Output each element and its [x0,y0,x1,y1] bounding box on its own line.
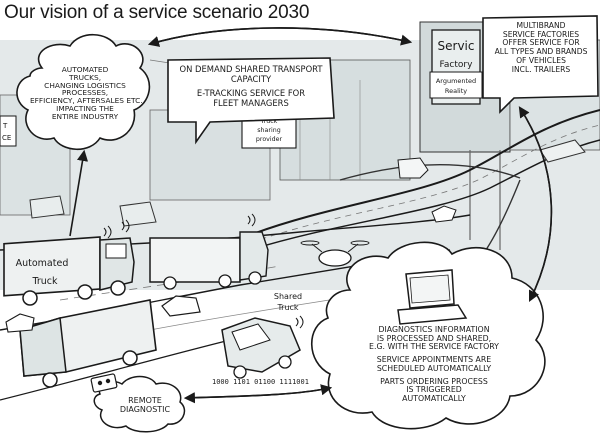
remote-device-icon [90,373,118,393]
automated-trucks-text: Automated trucks, changing logistics pro… [30,65,143,121]
svg-text:Automated: Automated [16,258,69,269]
shared-truck [221,317,301,379]
elevated-highway [249,109,600,301]
on-demand-text: On demand shared transport capacity E-tr… [179,64,323,109]
page-title: Our vision of a service scenario 2030 [4,2,310,23]
remote-diagnostic-text: Remote diagnostic [119,396,171,415]
front-truck [19,299,157,388]
svg-text:Truck: Truck [276,303,298,312]
svg-text:Truck: Truck [31,276,58,287]
svg-text:T: T [2,122,8,130]
svg-text:Shared: Shared [274,292,302,301]
bubble-automated-trucks [16,33,151,151]
automated-truck [3,236,135,306]
svg-text:Servic: Servic [438,39,475,53]
bubble-multibrand [482,15,599,114]
signal-icons [103,213,304,329]
laptop-icon [397,269,468,325]
svg-text:Factory: Factory [440,60,474,70]
drone [300,240,370,267]
arrows [69,27,553,404]
svg-text:Reality: Reality [445,87,467,95]
svg-text:CE: CE [2,134,11,142]
bubble-diagnostics [310,241,546,430]
middle-truck [149,231,269,290]
cars [5,139,586,333]
diagnostics-text: Diagnostics information is processed and… [369,325,499,404]
svg-text:provider: provider [256,136,283,143]
svg-text:sharing: sharing [257,127,280,134]
automated-truck-label: Automated Truck [16,258,69,287]
svg-text:Truck: Truck [260,118,278,125]
bubble-on-demand [167,57,335,145]
svg-text:Argumented: Argumented [436,77,476,85]
left-partial-sign: T CE [0,115,17,147]
augmented-reality-sign: Argumented Reality [429,71,483,99]
binary-data-stream: 1000 1101 01100 1111001 [212,378,309,386]
multibrand-text: Multibrand service factories offer servi… [494,21,588,74]
bubble-remote-diagnostic [93,375,186,433]
shared-truck-label: Shared Truck [274,292,302,312]
